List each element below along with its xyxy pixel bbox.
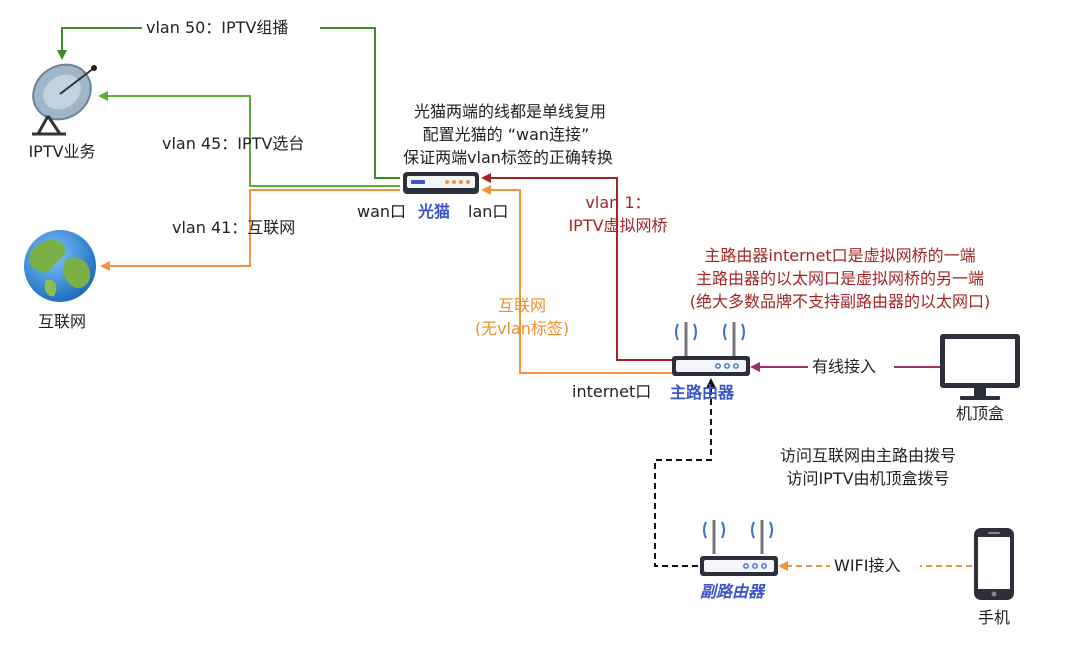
bridge-note-line1: 主路由器internet口是虚拟网桥的一端 — [704, 246, 976, 265]
node-label-modem: 光猫 — [418, 202, 451, 221]
node-label-main-router: 主路由器 — [670, 383, 735, 402]
label-vlan45: vlan 45：IPTV选台 — [162, 134, 305, 153]
bridge-note-line2: 主路由器的以太网口是虚拟网桥的另一端 — [695, 269, 985, 288]
modem-wan-port: wan口 — [357, 202, 407, 221]
edge-vlan45 — [98, 91, 400, 187]
modem-note-line1: 光猫两端的线都是单线复用 — [413, 102, 607, 121]
main-router-icon — [672, 322, 750, 376]
edge-vlan1 — [481, 173, 672, 361]
modem-note-line3: 保证两端vlan标签的正确转换 — [403, 148, 613, 167]
label-vlan50: vlan 50：IPTV组播 — [146, 18, 289, 37]
edge-vlan50 — [57, 27, 400, 179]
modem-note-line2: 配置光猫的 “wan连接” — [422, 125, 590, 144]
dial-note-line1: 访问互联网由主路由拨号 — [779, 446, 957, 465]
node-label-settop: 机顶盒 — [955, 404, 1005, 423]
edge-subrouter-uplink — [654, 378, 716, 567]
dial-note-line2: 访问IPTV由机顶盒拨号 — [786, 469, 950, 488]
monitor-icon — [940, 334, 1020, 400]
edge-vlan41 — [100, 189, 400, 271]
main-router-port: internet口 — [572, 382, 652, 401]
edge-internet-untagged — [481, 185, 672, 374]
label-vlan41: vlan 41：互联网 — [172, 218, 296, 237]
label-wifi: WIFI接入 — [834, 556, 901, 575]
satellite-dish-icon — [32, 63, 97, 136]
node-label-iptv: IPTV业务 — [28, 142, 96, 161]
label-wired: 有线接入 — [812, 357, 877, 376]
modem-icon — [403, 172, 479, 194]
label-vlan1-line1: vlan 1： — [585, 193, 651, 212]
modem-lan-port: lan口 — [468, 202, 509, 221]
globe-icon — [24, 230, 96, 302]
node-label-sub-router: 副路由器 — [700, 582, 765, 601]
smartphone-icon — [974, 528, 1014, 600]
label-internet-line1: 互联网 — [497, 296, 547, 315]
label-internet-line2: (无vlan标签) — [474, 319, 570, 338]
label-vlan1-line2: IPTV虚拟网桥 — [568, 216, 668, 235]
node-label-phone: 手机 — [977, 608, 1011, 627]
sub-router-icon — [700, 520, 778, 576]
bridge-note-line3: (绝大多数品牌不支持副路由器的以太网口) — [689, 292, 991, 311]
node-label-internet: 互联网 — [37, 312, 87, 331]
